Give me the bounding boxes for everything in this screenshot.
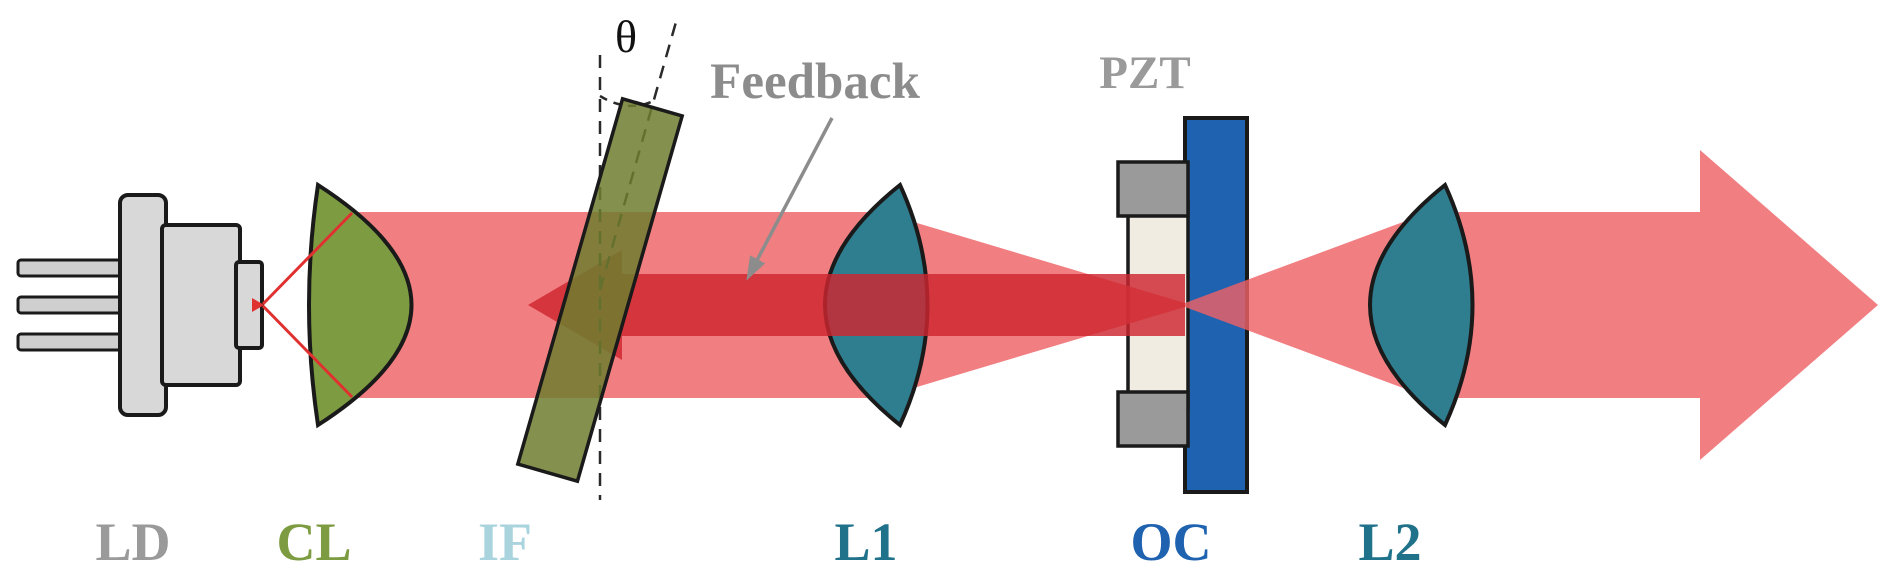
ld-pin-bottom (16, 332, 128, 352)
oc-label: OC (1131, 512, 1212, 572)
interference-filter (515, 96, 685, 484)
feedback-label: Feedback (710, 54, 920, 110)
cl-label: CL (276, 512, 351, 572)
theta-label: θ (615, 11, 637, 62)
ld-emission-point (252, 298, 264, 312)
lens-l2 (1368, 181, 1475, 429)
feedback-pointer-line (752, 117, 834, 267)
ld-flange (118, 193, 168, 417)
pzt-label: PZT (1099, 47, 1190, 99)
tilt-angle-arc (599, 94, 652, 108)
laser-diode (16, 193, 264, 417)
collimating-lens (307, 181, 414, 429)
feedback-pointer-arrowhead (746, 255, 766, 281)
divergence-ray-upper (261, 211, 354, 306)
ld-pin-top (16, 258, 128, 278)
divergence-rays (261, 211, 354, 399)
l1-label: L1 (834, 512, 897, 572)
feedback-annotation (746, 117, 834, 281)
ld-body (160, 223, 242, 387)
feedback-beam (528, 250, 1185, 360)
pzt-block-bottom (1116, 390, 1190, 448)
if-label: IF (478, 512, 532, 572)
pzt-block-top (1116, 160, 1190, 218)
ld-label: LD (95, 512, 170, 572)
divergence-ray-lower (261, 304, 354, 399)
ld-pin-middle (16, 295, 128, 315)
l2-label: L2 (1358, 512, 1421, 572)
